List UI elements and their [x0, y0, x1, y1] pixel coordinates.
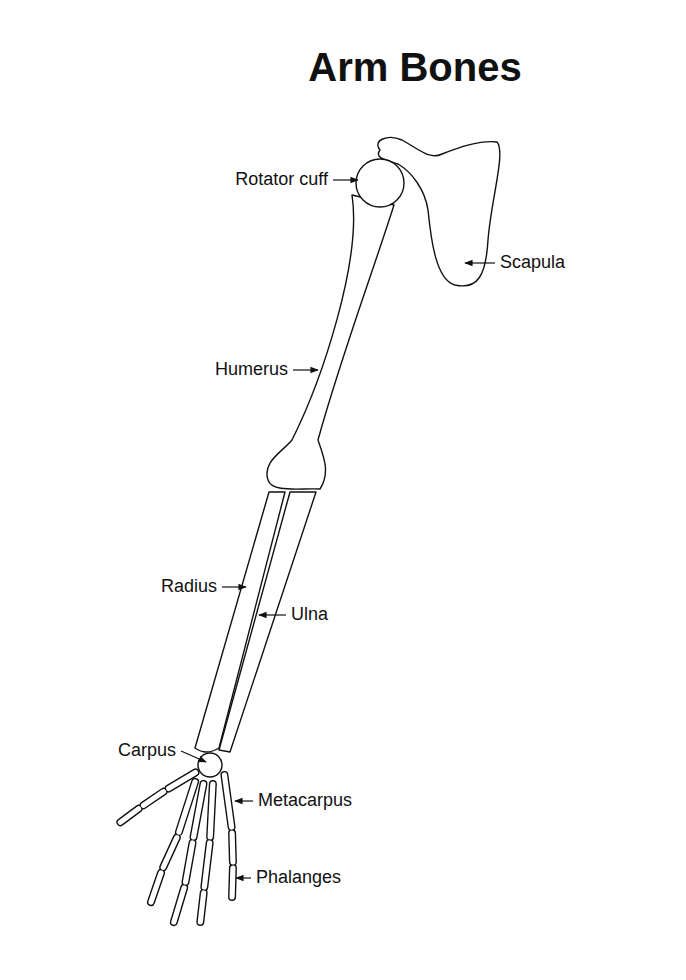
finger-bone-outline — [228, 868, 237, 897]
finger-bone-outline — [174, 888, 184, 922]
leader-line — [236, 877, 251, 878]
finger-bone-outline — [200, 893, 203, 922]
finger-bone — [229, 868, 235, 897]
finger-bone — [186, 843, 193, 882]
finger-bone — [224, 775, 231, 827]
finger-bone — [210, 784, 213, 837]
leader-line — [222, 586, 246, 587]
finger-bone-outline — [210, 784, 213, 837]
leader-line — [465, 262, 495, 263]
finger-bone — [229, 833, 235, 862]
leader-line — [235, 800, 253, 801]
carpus-bone — [198, 753, 222, 777]
part-label: Ulna — [291, 605, 328, 625]
finger-bone — [194, 784, 204, 837]
finger-bone — [200, 893, 203, 922]
leader-line — [259, 614, 286, 615]
part-label: Carpus — [118, 741, 176, 761]
part-label: Radius — [161, 577, 217, 597]
humerus-bone — [267, 195, 394, 489]
part-label: Metacarpus — [258, 791, 352, 811]
hand-bones — [120, 773, 233, 923]
finger-bone — [174, 888, 184, 922]
finger-bone — [143, 792, 163, 806]
finger-bone-outline — [163, 838, 177, 868]
part-label: Phalanges — [256, 868, 341, 888]
finger-bone-outline — [228, 833, 237, 862]
finger-bone-outline — [151, 873, 161, 902]
finger-bone-outline — [143, 792, 163, 806]
part-label: Scapula — [500, 253, 565, 273]
finger-bone-outline — [194, 784, 204, 837]
leader-line — [333, 179, 358, 180]
finger-bone-outline — [204, 843, 209, 887]
part-label: Humerus — [215, 360, 288, 380]
finger-bone-outline — [186, 843, 193, 882]
scapula-bone — [378, 138, 500, 286]
part-label: Rotator cuff — [235, 170, 328, 190]
humerus-head — [356, 159, 404, 207]
diagram-title: Arm Bones — [308, 45, 521, 89]
finger-bone — [151, 873, 161, 902]
finger-bone — [204, 843, 209, 887]
finger-bone-outline — [120, 809, 138, 822]
finger-bone-outline — [224, 775, 231, 827]
finger-bone — [163, 838, 177, 868]
finger-bone — [120, 809, 138, 822]
leader-line — [293, 369, 318, 370]
finger-bone — [179, 782, 195, 832]
leader-line — [181, 751, 206, 762]
leader-lines — [181, 180, 495, 878]
